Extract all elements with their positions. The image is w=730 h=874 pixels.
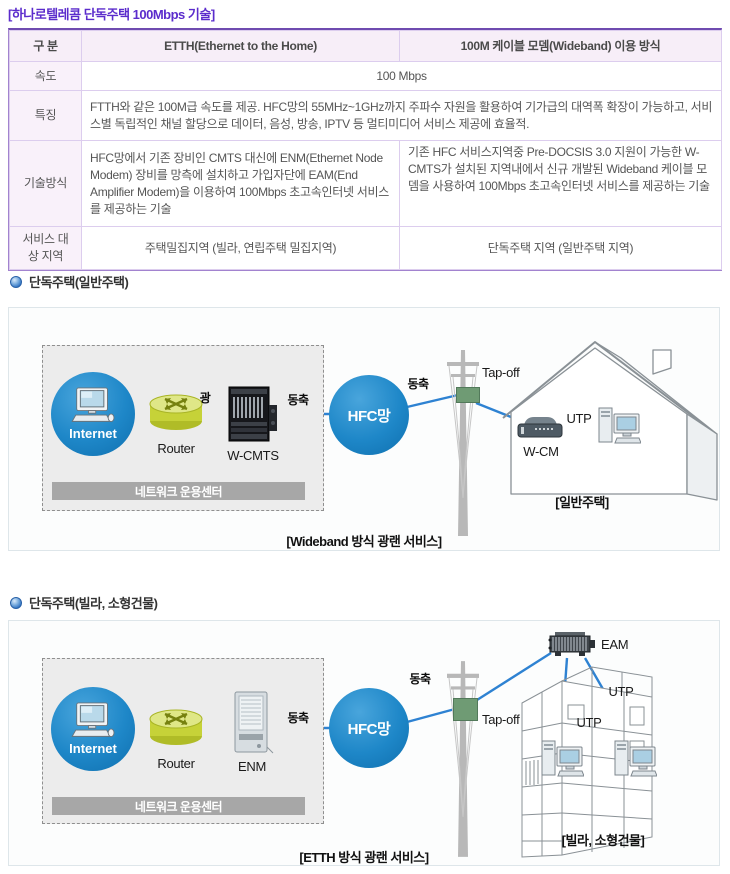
header-wideband: 100M 케이블 모뎀(Wideband) 이용 방식	[399, 30, 722, 62]
etth-diagram-panel: 네트워크 운용센터 Internet	[8, 620, 720, 866]
desktop-pc-icon	[540, 740, 585, 780]
area-wideband: 단독주택 지역 (일반주택 지역)	[399, 226, 722, 270]
speed-value: 100 Mbps	[81, 61, 722, 91]
utp-link-label: UTP	[566, 411, 592, 426]
wcmts-rack-icon	[228, 385, 278, 443]
section-heading-2-text: 단독주택(빌라, 소형건물)	[29, 596, 158, 611]
table-row-feature: 특징 FTTH와 같은 100M급 속도를 제공. HFC망의 55MHz~1G…	[9, 90, 722, 141]
enm-server-icon	[230, 691, 274, 755]
tapoff-box-icon	[456, 387, 480, 403]
diagram2-caption: [ETTH 방식 광랜 서비스]	[299, 850, 429, 865]
coax-link-label-2: 동축	[409, 672, 431, 686]
enm-label: ENM	[238, 759, 266, 774]
wcm-label: W-CM	[523, 444, 559, 459]
section-heading-2: 단독주택(빌라, 소형건물)	[10, 593, 158, 612]
wcmts-label: W-CMTS	[227, 448, 279, 463]
optical-link-label: 광	[199, 391, 211, 405]
wcm-modem-icon	[517, 415, 563, 441]
table-row-speed: 속도 100 Mbps	[9, 61, 722, 91]
method-label: 기술방식	[9, 140, 82, 227]
area-etth: 주택밀집지역 (빌라, 연립주택 밀집지역)	[81, 226, 400, 270]
utility-pole-icon	[446, 659, 480, 859]
utp-link-label-2: UTP	[576, 715, 602, 730]
router-label: Router	[157, 756, 195, 771]
internet-label: Internet	[69, 426, 117, 441]
desktop-computer-icon	[71, 387, 115, 425]
tapoff-box-icon	[453, 698, 478, 721]
router-icon	[148, 388, 204, 432]
section-heading-1: 단독주택(일반주택)	[10, 272, 129, 291]
premise-label: [일반주택]	[555, 495, 609, 510]
coax-link-label-1: 동축	[287, 393, 309, 407]
wideband-diagram-panel: 네트워크 운용센터 Internet	[8, 307, 720, 551]
table-header-row: 구 분 ETTH(Ethernet to the Home) 100M 케이블 …	[9, 30, 722, 62]
hfc-label: HFC망	[347, 720, 391, 738]
internet-node: Internet	[51, 372, 135, 456]
feature-value: FTTH와 같은 100M급 속도를 제공. HFC망의 55MHz~1GHz까…	[81, 90, 722, 141]
tapoff-label: Tap-off	[482, 365, 520, 380]
hfc-network-node: HFC망	[329, 375, 409, 455]
desktop-computer-icon	[71, 702, 115, 740]
area-label: 서비스 대상 지역	[9, 226, 82, 270]
feature-label: 특징	[9, 90, 82, 141]
comparison-table: 구 분 ETTH(Ethernet to the Home) 100M 케이블 …	[8, 28, 722, 271]
coax-link-label-1: 동축	[287, 711, 309, 725]
page-title: [하나로텔레콤 단독주택 100Mbps 기술]	[8, 7, 215, 22]
desktop-pc-icon	[613, 740, 658, 780]
header-etth: ETTH(Ethernet to the Home)	[81, 30, 400, 62]
method-wideband: 기존 HFC 서비스지역중 Pre-DOCSIS 3.0 지원이 가능한 W-C…	[399, 140, 722, 227]
method-etth: HFC망에서 기존 장비인 CMTS 대신에 ENM(Ethernet Node…	[81, 140, 400, 227]
speed-label: 속도	[9, 61, 82, 91]
table-row-area: 서비스 대상 지역 주택밀집지역 (빌라, 연립주택 밀집지역) 단독주택 지역…	[9, 226, 722, 270]
tapoff-label: Tap-off	[482, 712, 520, 727]
section-heading-1-text: 단독주택(일반주택)	[29, 275, 129, 290]
bullet-icon	[10, 275, 22, 288]
premise-label: [빌라, 소형건물]	[561, 833, 645, 848]
eam-label: EAM	[601, 637, 629, 652]
noc-bar: 네트워크 운용센터	[52, 482, 305, 500]
router-icon	[148, 703, 204, 747]
diagram1-caption: [Wideband 방식 광랜 서비스]	[286, 534, 442, 549]
header-category: 구 분	[9, 30, 82, 62]
table-row-method: 기술방식 HFC망에서 기존 장비인 CMTS 대신에 ENM(Ethernet…	[9, 140, 722, 227]
noc-bar: 네트워크 운용센터	[52, 797, 305, 815]
bullet-icon	[10, 596, 22, 609]
eam-device-icon	[547, 630, 597, 660]
hfc-label: HFC망	[347, 407, 391, 425]
coax-link-label-2: 동축	[407, 377, 429, 391]
internet-node: Internet	[51, 687, 135, 771]
internet-label: Internet	[69, 741, 117, 756]
hfc-network-node: HFC망	[329, 688, 409, 768]
router-label: Router	[157, 441, 195, 456]
utility-pole-icon	[446, 348, 480, 538]
utp-link-label-1: UTP	[608, 684, 634, 699]
desktop-pc-icon	[597, 407, 642, 447]
